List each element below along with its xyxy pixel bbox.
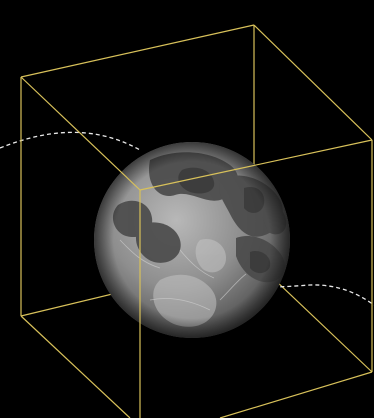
moon-sphere [94,142,290,338]
